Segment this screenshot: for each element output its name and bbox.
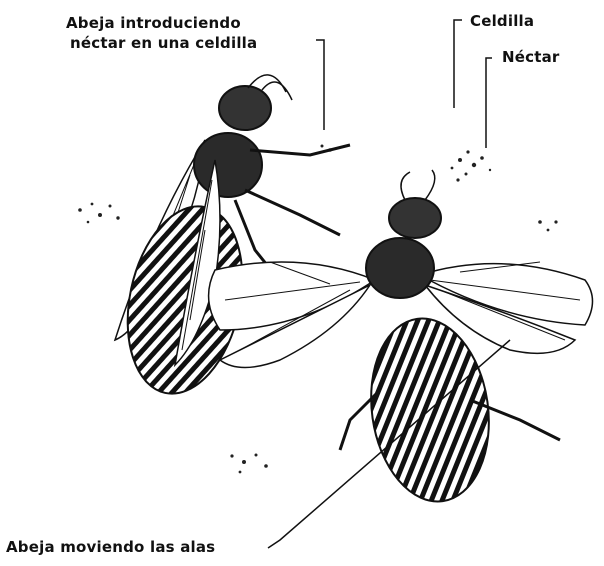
leader-bee-nectar [316, 40, 324, 130]
label-cell: Celdilla [470, 12, 534, 30]
leader-cell [454, 20, 462, 108]
bee-fanning-wings [209, 170, 593, 509]
label-bee-introducing-nectar-line1: Abeja introduciendo [66, 14, 241, 32]
label-bee-fanning-wings: Abeja moviendo las alas [6, 538, 215, 556]
leader-nectar [486, 58, 492, 148]
label-bee-introducing-nectar-line2: néctar en una celdilla [70, 34, 257, 52]
label-nectar: Néctar [502, 48, 560, 66]
